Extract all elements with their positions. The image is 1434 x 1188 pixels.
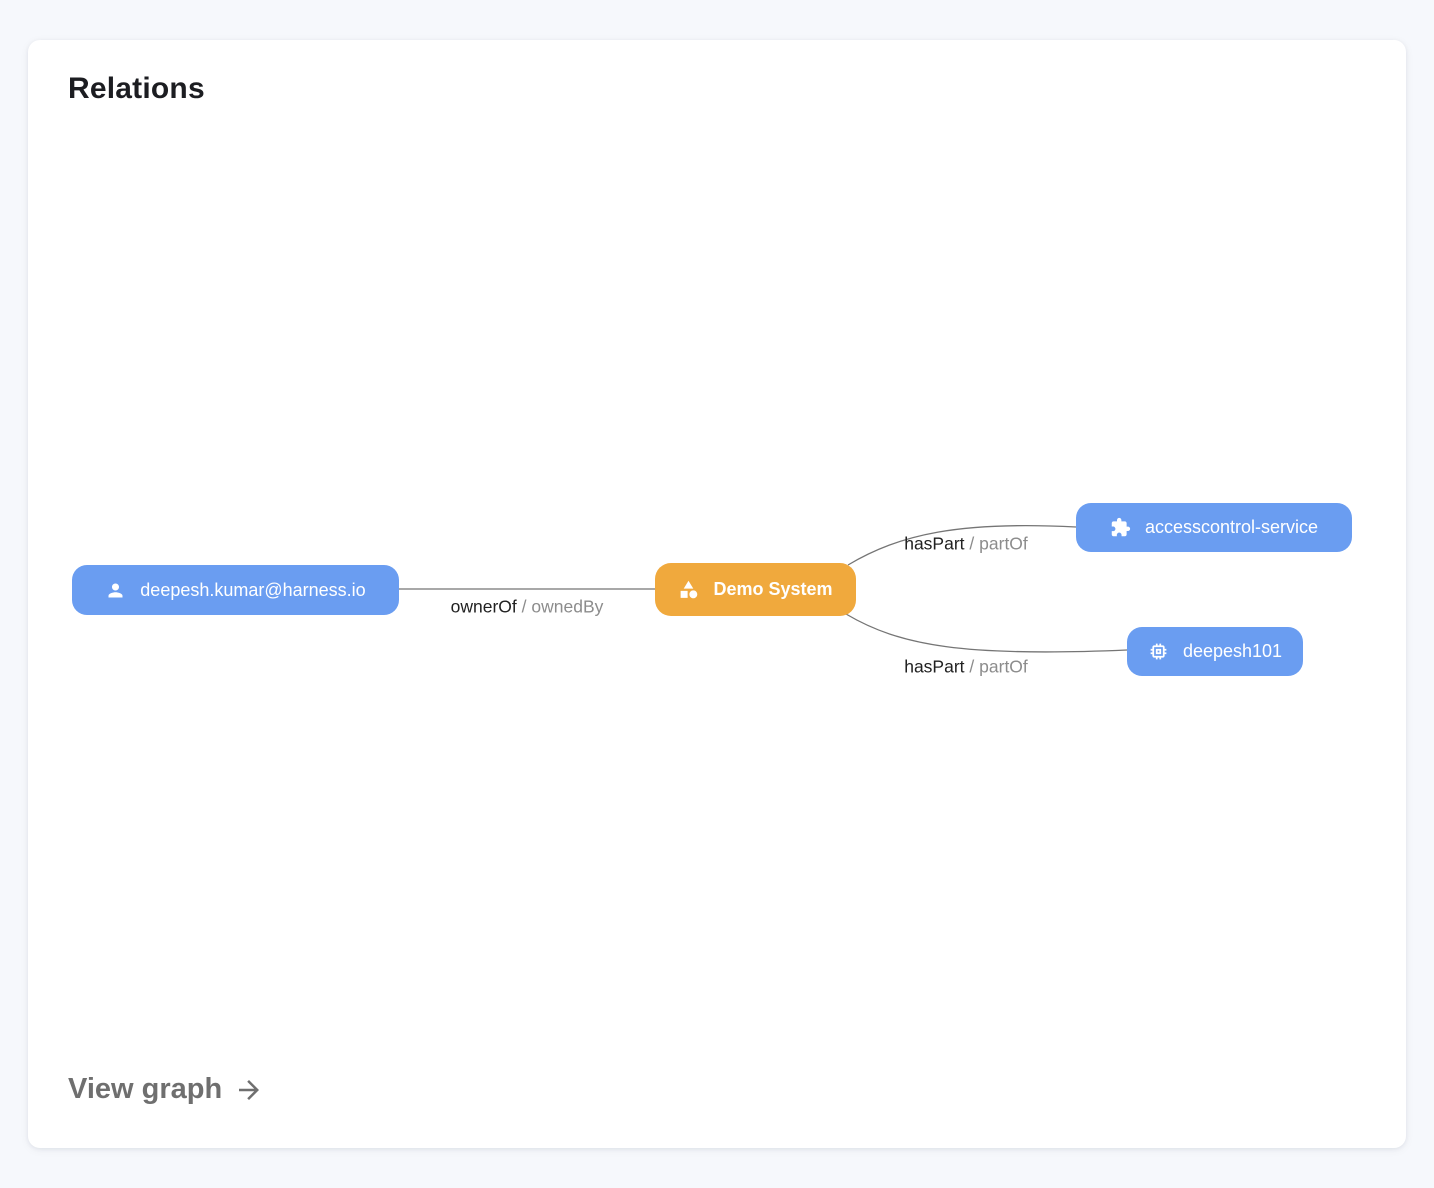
edge-label-primary: hasPart — [904, 656, 965, 677]
edge-label-reverse: ownedBy — [531, 596, 604, 617]
extension-icon — [1110, 517, 1131, 538]
node-label: Demo System — [713, 579, 833, 599]
edge-label-primary: ownerOf — [450, 596, 517, 617]
edge-label-ownerOf: ownerOf / ownedBy — [451, 597, 604, 618]
node-label: deepesh101 — [1182, 641, 1283, 661]
node-system[interactable]: Demo System — [655, 563, 856, 616]
category-icon — [678, 579, 699, 600]
edge-label-reverse: partOf — [979, 533, 1028, 554]
node-label: accesscontrol-service — [1144, 517, 1319, 537]
edge-label-separator: / — [521, 596, 527, 617]
view-graph-label: View graph — [68, 1073, 223, 1105]
view-graph-link[interactable]: View graph — [68, 1073, 264, 1106]
arrow-right-icon — [239, 1079, 260, 1100]
node-label: deepesh.kumar@harness.io — [140, 579, 366, 600]
node-component[interactable]: deepesh101 — [1127, 627, 1303, 676]
edge-label-separator: / — [969, 533, 975, 554]
edge-label-separator: / — [969, 656, 975, 677]
edge-haspart-component — [845, 613, 1128, 653]
card-title: Relations — [68, 72, 205, 105]
edge-label-hasPart-component: hasPart / partOf — [904, 657, 1028, 678]
edge-label-reverse: partOf — [979, 656, 1028, 677]
person-icon — [105, 580, 126, 601]
node-service[interactable]: accesscontrol-service — [1076, 503, 1352, 552]
memory-icon — [1148, 641, 1169, 662]
node-user[interactable]: deepesh.kumar@harness.io — [72, 565, 399, 615]
relations-card: Relations ownerOf / ownedBy hasPart / pa… — [28, 40, 1406, 1148]
edge-label-hasPart-service: hasPart / partOf — [904, 534, 1028, 555]
edge-label-primary: hasPart — [904, 533, 965, 554]
